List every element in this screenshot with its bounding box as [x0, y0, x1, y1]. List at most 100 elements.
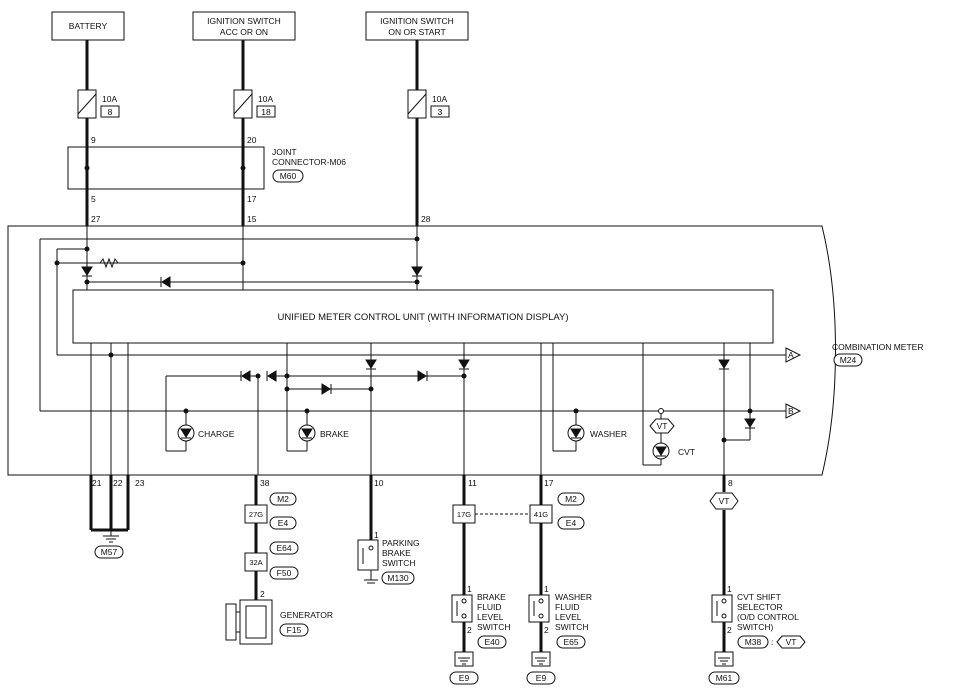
meter-pin-15: 15 [247, 214, 257, 224]
svg-text:M2: M2 [565, 494, 577, 504]
brake-fluid-switch-icon [451, 594, 473, 623]
svg-text:E4: E4 [566, 518, 577, 528]
svg-text:E40: E40 [484, 637, 499, 647]
svg-text:VT: VT [657, 421, 668, 431]
svg-text:SWITCH: SWITCH [555, 622, 589, 632]
cvt-lamp-icon [652, 442, 670, 460]
svg-text:32A: 32A [249, 558, 262, 567]
svg-text:41G: 41G [534, 510, 548, 519]
diode-icon [81, 266, 93, 276]
joint-pin-20: 20 [247, 135, 257, 145]
svg-text:1: 1 [544, 584, 549, 594]
svg-text:27G: 27G [249, 510, 263, 519]
vt-badge-meter [649, 418, 675, 434]
svg-text:2: 2 [544, 625, 549, 635]
ign-start-label-2: ON OR START [388, 27, 445, 37]
washer-fluid-ground-badge [526, 671, 556, 685]
fuse-3: 10A 3 [407, 89, 450, 119]
ign-acc-box [192, 11, 296, 41]
svg-text:(O/D CONTROL: (O/D CONTROL [737, 612, 799, 622]
generator-icon [225, 599, 273, 645]
diode-icon [161, 276, 171, 288]
unified-meter-control-unit [72, 289, 774, 344]
svg-text:B: B [788, 406, 794, 416]
battery-box [51, 11, 125, 41]
svg-text:FLUID: FLUID [477, 602, 502, 612]
brake-fluid-connector-badge [477, 635, 507, 649]
conn-badge-e4-washer [557, 516, 585, 530]
terminal-41g [529, 504, 553, 524]
svg-text:SWITCH): SWITCH) [737, 622, 774, 632]
svg-text:2: 2 [727, 625, 732, 635]
svg-text:M60: M60 [280, 171, 297, 181]
conn-badge-e64 [269, 541, 299, 555]
svg-text:A: A [788, 350, 794, 360]
svg-text:CVT SHIFT: CVT SHIFT [737, 592, 781, 602]
svg-text:PARKING: PARKING [382, 538, 420, 548]
meter-pin-10: 10 [374, 478, 384, 488]
meter-pin-28: 28 [421, 214, 431, 224]
svg-text:10A: 10A [258, 94, 273, 104]
meter-connector-badge [833, 353, 863, 367]
ground-icon [454, 651, 474, 667]
svg-text::: : [771, 637, 773, 647]
svg-text:3: 3 [438, 107, 443, 117]
svg-text:1: 1 [727, 584, 732, 594]
joint-pin-9: 9 [91, 135, 96, 145]
conn-badge-f50 [269, 566, 299, 580]
svg-text:10A: 10A [432, 94, 447, 104]
parking-brake-switch-icon [357, 539, 379, 584]
charge-label: CHARGE [198, 429, 235, 439]
diode-icon [744, 418, 756, 428]
svg-text:M24: M24 [840, 355, 857, 365]
svg-text:E4: E4 [278, 518, 289, 528]
meter-pin-38: 38 [260, 478, 270, 488]
battery-label: BATTERY [69, 21, 108, 31]
diode-icon [321, 383, 331, 395]
ign-start-label-1: IGNITION SWITCH [380, 16, 454, 26]
fuse-2: 10A 18 [233, 89, 276, 119]
vt-badge-cvt-2 [776, 635, 806, 649]
ign-acc-label-2: ACC OR ON [220, 27, 268, 37]
joint-pin-5: 5 [91, 194, 96, 204]
parking-connector-badge [381, 571, 415, 585]
svg-text:18: 18 [261, 107, 271, 117]
meter-pin-17: 17 [544, 478, 554, 488]
ground-icon [103, 530, 119, 543]
charge-lamp-icon [177, 424, 195, 442]
svg-text:M2: M2 [277, 494, 289, 504]
svg-text:E9: E9 [536, 673, 547, 683]
svg-text:8: 8 [108, 107, 113, 117]
diode-icon [267, 370, 277, 382]
joint-pin-17: 17 [247, 194, 257, 204]
generator-pin: 2 [260, 589, 265, 599]
washer-fluid-connector-badge [556, 635, 586, 649]
svg-text:E9: E9 [459, 673, 470, 683]
svg-text:2: 2 [467, 625, 472, 635]
svg-text:17G: 17G [457, 510, 471, 519]
meter-name: COMBINATION METER [832, 342, 923, 352]
generator-connector-badge [279, 623, 309, 637]
meter-pin-27: 27 [91, 214, 101, 224]
diode-icon [365, 359, 377, 369]
svg-text:M38: M38 [745, 637, 762, 647]
svg-text:LEVEL: LEVEL [477, 612, 504, 622]
ground-icon [531, 651, 551, 667]
svg-text:FLUID: FLUID [555, 602, 580, 612]
generator-label: GENERATOR [280, 610, 333, 620]
resistor-icon [99, 257, 119, 269]
cvt-label: CVT [678, 447, 695, 457]
svg-text:M130: M130 [387, 573, 409, 583]
diode-icon [417, 370, 427, 382]
conn-badge-e4 [269, 516, 297, 530]
cvt-shift-ground-badge [708, 671, 740, 685]
diode-icon [241, 370, 251, 382]
vt-badge-cvt [709, 492, 739, 510]
svg-text:SWITCH: SWITCH [382, 558, 416, 568]
joint-connector-badge [272, 169, 304, 183]
svg-text:SELECTOR: SELECTOR [737, 602, 783, 612]
svg-text:WASHER: WASHER [555, 592, 592, 602]
svg-text:E65: E65 [563, 637, 578, 647]
svg-text:SWITCH: SWITCH [477, 622, 511, 632]
meter-pin-23: 23 [135, 478, 145, 488]
